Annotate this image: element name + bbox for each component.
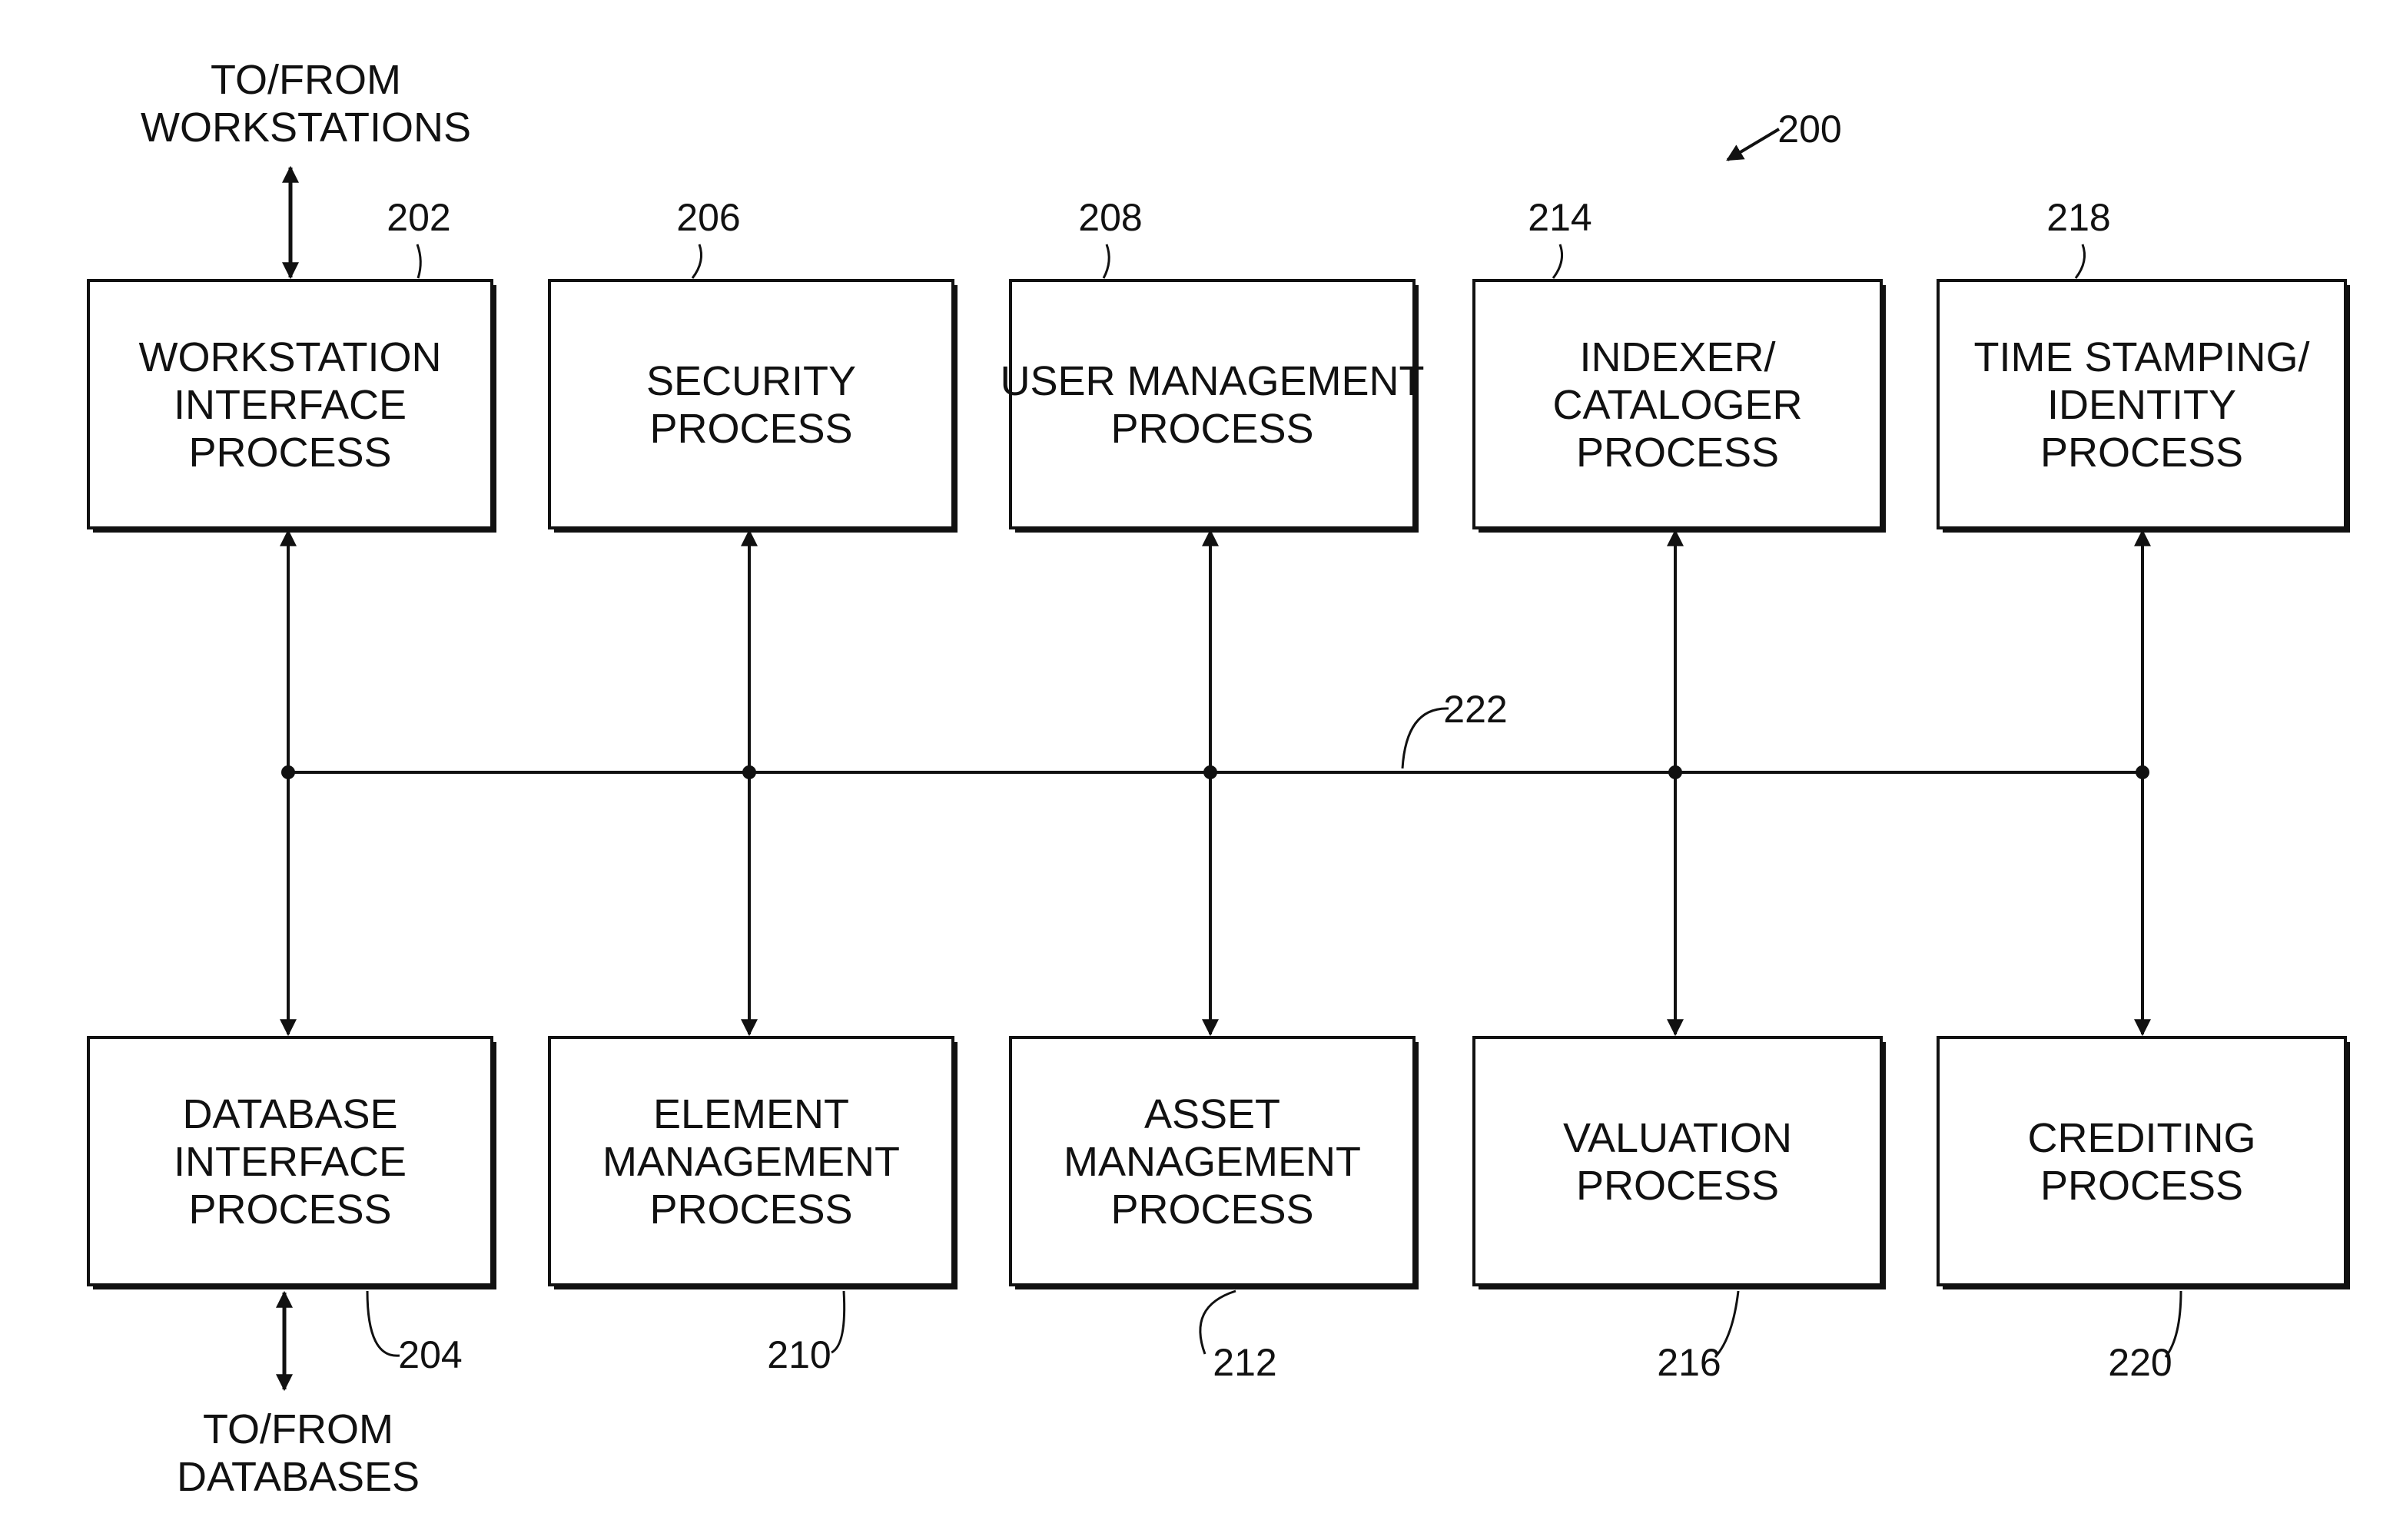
database-interface-process-ref-number: 204 bbox=[398, 1333, 462, 1376]
database-interface-process-label-line-2: INTERFACE bbox=[174, 1139, 407, 1185]
element-management-process-label-line-1: ELEMENT bbox=[653, 1091, 849, 1137]
indexer-cataloger-process-ref-number: 214 bbox=[1528, 196, 1591, 239]
element-management-process-box bbox=[548, 1036, 958, 1289]
valuation-process-ref-number: 216 bbox=[1657, 1341, 1721, 1384]
crediting-process-label-line-2: PROCESS bbox=[2040, 1163, 2243, 1209]
user-management-process-ref-number: 208 bbox=[1078, 196, 1142, 239]
valuation-process-leader bbox=[1714, 1290, 1740, 1358]
figure-number-arrow bbox=[1726, 128, 1781, 161]
crediting-process-box bbox=[1937, 1036, 2350, 1289]
security-process-box bbox=[548, 279, 958, 533]
indexer-cataloger-process-label-line-2: CATALOGER bbox=[1552, 382, 1802, 428]
time-stamping-identity-process-label-line-2: IDENTITY bbox=[2047, 382, 2236, 428]
crediting-process-label-line-1: CREDITING bbox=[2028, 1115, 2256, 1161]
valuation-process-label-line-1: VALUATION bbox=[1563, 1115, 1792, 1161]
time-stamping-identity-process-leader bbox=[2074, 244, 2086, 279]
security-process-leader bbox=[691, 244, 702, 279]
workstation-interface-process-label-line-3: PROCESS bbox=[188, 430, 391, 476]
element-management-process-label-line-3: PROCESS bbox=[649, 1187, 852, 1233]
user-management-process-leader bbox=[1102, 244, 1110, 279]
user-management-process-label-line-2: PROCESS bbox=[1110, 406, 1313, 452]
workstation-interface-process-label-line-1: WORKSTATION bbox=[139, 334, 442, 380]
time-stamping-identity-process-box bbox=[1937, 279, 2350, 533]
user-management-process-label-line-1: USER MANAGEMENT bbox=[1000, 358, 1424, 404]
databases-label-line-1: TO/FROM bbox=[203, 1406, 393, 1452]
asset-management-process-label-line-1: ASSET bbox=[1144, 1091, 1280, 1137]
user-management-process-box bbox=[1009, 279, 1419, 533]
database-interface-process-label-line-1: DATABASE bbox=[182, 1091, 397, 1137]
time-stamping-identity-process-ref-number: 218 bbox=[2046, 196, 2110, 239]
security-process-label-line-1: SECURITY bbox=[646, 358, 856, 404]
valuation-process-label-line-2: PROCESS bbox=[1576, 1163, 1779, 1209]
indexer-cataloger-process-leader bbox=[1552, 244, 1563, 279]
workstation-interface-process-box bbox=[87, 279, 496, 533]
database-interface-process-leader bbox=[366, 1290, 400, 1357]
database-interface-process-label-line-3: PROCESS bbox=[188, 1187, 391, 1233]
element-management-process-leader bbox=[831, 1290, 846, 1354]
workstation-interface-process-label-line-2: INTERFACE bbox=[174, 382, 407, 428]
databases-label-line-2: DATABASES bbox=[177, 1454, 420, 1500]
asset-management-process-ref-number: 212 bbox=[1213, 1341, 1276, 1384]
element-management-process-label-line-2: MANAGEMENT bbox=[602, 1139, 900, 1185]
workstation-interface-process-ref-number: 202 bbox=[387, 196, 450, 239]
indexer-cataloger-process-label-line-3: PROCESS bbox=[1576, 430, 1779, 476]
crediting-process-leader bbox=[2164, 1290, 2182, 1358]
asset-management-process-box bbox=[1009, 1036, 1419, 1289]
bus-ref-number: 222 bbox=[1443, 688, 1507, 731]
time-stamping-identity-process-label-line-3: PROCESS bbox=[2040, 430, 2243, 476]
bus-leader bbox=[1401, 707, 1449, 769]
workstations-label-line-2: WORKSTATIONS bbox=[141, 105, 471, 151]
crediting-process-ref-number: 220 bbox=[2108, 1341, 2172, 1384]
indexer-cataloger-process-box bbox=[1472, 279, 1886, 533]
security-process-label-line-2: PROCESS bbox=[649, 406, 852, 452]
asset-management-process-label-line-3: PROCESS bbox=[1110, 1187, 1313, 1233]
indexer-cataloger-process-label-line-1: INDEXER/ bbox=[1579, 334, 1775, 380]
valuation-process-box bbox=[1472, 1036, 1886, 1289]
security-process-ref-number: 206 bbox=[676, 196, 740, 239]
element-management-process-ref-number: 210 bbox=[767, 1333, 831, 1376]
time-stamping-identity-process-label-line-1: TIME STAMPING/ bbox=[1973, 334, 2309, 380]
asset-management-process-leader bbox=[1199, 1289, 1236, 1355]
figure-number-label: 200 bbox=[1777, 108, 1841, 151]
asset-management-process-label-line-2: MANAGEMENT bbox=[1064, 1139, 1361, 1185]
database-interface-process-box bbox=[87, 1036, 496, 1289]
workstations-label-line-1: TO/FROM bbox=[211, 57, 401, 103]
workstation-interface-process-leader bbox=[416, 244, 422, 279]
